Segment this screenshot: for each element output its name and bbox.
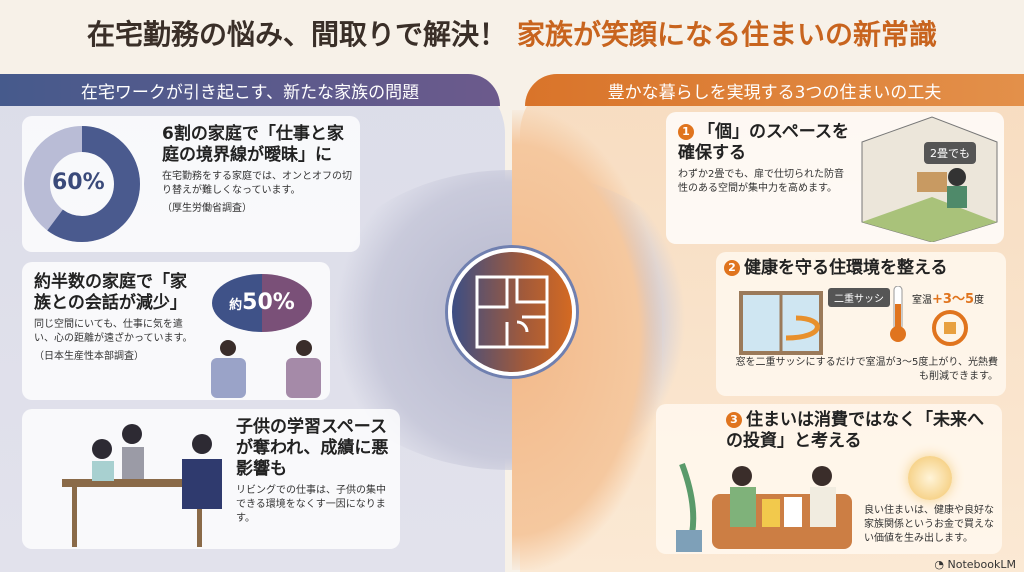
solutions-header: 豊かな暮らしを実現する3つの住まいの工夫 bbox=[525, 74, 1024, 106]
solution-card-private-space: 1「個」のスペースを確保する わずか2畳でも、扉で仕切られた防音性のある空間が集… bbox=[666, 112, 1004, 244]
small-office-room-illustration bbox=[861, 116, 998, 242]
floor-plan-emblem bbox=[448, 248, 576, 376]
temperature-increase: 室温+3〜5度 bbox=[912, 292, 984, 307]
donut-chart-icon bbox=[24, 126, 140, 242]
family-sofa-illustration bbox=[676, 462, 852, 552]
card-body: わずか2畳でも、扉で仕切られた防音性のある空間が集中力を高めます。 bbox=[678, 169, 845, 194]
card-body: 窓を二重サッシにするだけで室温が3〜5度上がり、光熱費も削減できます。 bbox=[735, 357, 998, 382]
card-source: （日本生産性本部調査） bbox=[34, 351, 144, 362]
card-text: 6割の家庭で「仕事と家庭の境界線が曖昧」に 在宅勤務をする家庭では、オンとオフの… bbox=[162, 124, 354, 216]
double-sash-label: 二重サッシ bbox=[828, 288, 890, 307]
stat-60: 60% bbox=[52, 170, 105, 195]
savings-cycle-icon bbox=[932, 310, 968, 346]
problem-card-study-space: 子供の学習スペースが奪われ、成績に悪影響も リビングでの仕事は、子供の集中できる… bbox=[22, 409, 400, 549]
speech-bubble-2-tatami: 2畳でも bbox=[924, 142, 976, 164]
card-body: 同じ空間にいても、仕事に気を遣い、心の距離が遠ざかっています。 bbox=[34, 319, 193, 344]
card-heading: 1「個」のスペースを確保する bbox=[678, 122, 849, 163]
speech-bubble-50: 約50% bbox=[212, 274, 312, 332]
thermometer-icon bbox=[890, 286, 906, 342]
problems-header: 在宅ワークが引き起こす、新たな家族の問題 bbox=[0, 74, 500, 106]
card-body: 在宅勤務をする家庭では、オンとオフの切り替えが難しくなっています。 bbox=[162, 171, 352, 196]
number-badge: 2 bbox=[724, 260, 740, 276]
family-value-emblem bbox=[908, 456, 952, 500]
page-title: 在宅勤務の悩み、間取りで解決！家族が笑顔になる住まいの新常識 bbox=[86, 18, 938, 51]
couple-apart-illustration bbox=[211, 340, 321, 398]
card-heading: 約半数の家庭で「家族との会話が減少」 bbox=[34, 272, 187, 313]
notebooklm-logo: ◔ NotebookLM bbox=[934, 558, 1016, 571]
card-text: 子供の学習スペースが奪われ、成績に悪影響も リビングでの仕事は、子供の集中できる… bbox=[236, 417, 394, 526]
card-heading: 子供の学習スペースが奪われ、成績に悪影響も bbox=[236, 417, 389, 479]
number-badge: 1 bbox=[678, 124, 694, 140]
problem-card-conversation: 約半数の家庭で「家族との会話が減少」 同じ空間にいても、仕事に気を遣い、心の距離… bbox=[22, 262, 330, 400]
card-heading: 6割の家庭で「仕事と家庭の境界線が曖昧」に bbox=[162, 124, 344, 165]
card-text: 約半数の家庭で「家族との会話が減少」 同じ空間にいても、仕事に気を遣い、心の距離… bbox=[34, 272, 202, 364]
card-body: 良い住まいは、健康や良好な家族関係というお金で買えない価値を生み出します。 bbox=[864, 505, 994, 544]
card-source: （厚生労働省調査） bbox=[162, 203, 252, 214]
number-badge: 3 bbox=[726, 412, 742, 428]
family-table-illustration bbox=[62, 424, 222, 547]
card-body: リビングでの仕事は、子供の集中できる環境をなくす一因になります。 bbox=[236, 485, 386, 524]
card-text: 1「個」のスペースを確保する わずか2畳でも、扉で仕切られた防音性のある空間が集… bbox=[678, 122, 850, 196]
double-window-illustration bbox=[739, 291, 823, 355]
floor-plan-icon bbox=[475, 275, 549, 349]
problem-card-boundary: 60% 6割の家庭で「仕事と家庭の境界線が曖昧」に 在宅勤務をする家庭では、オン… bbox=[22, 116, 360, 252]
